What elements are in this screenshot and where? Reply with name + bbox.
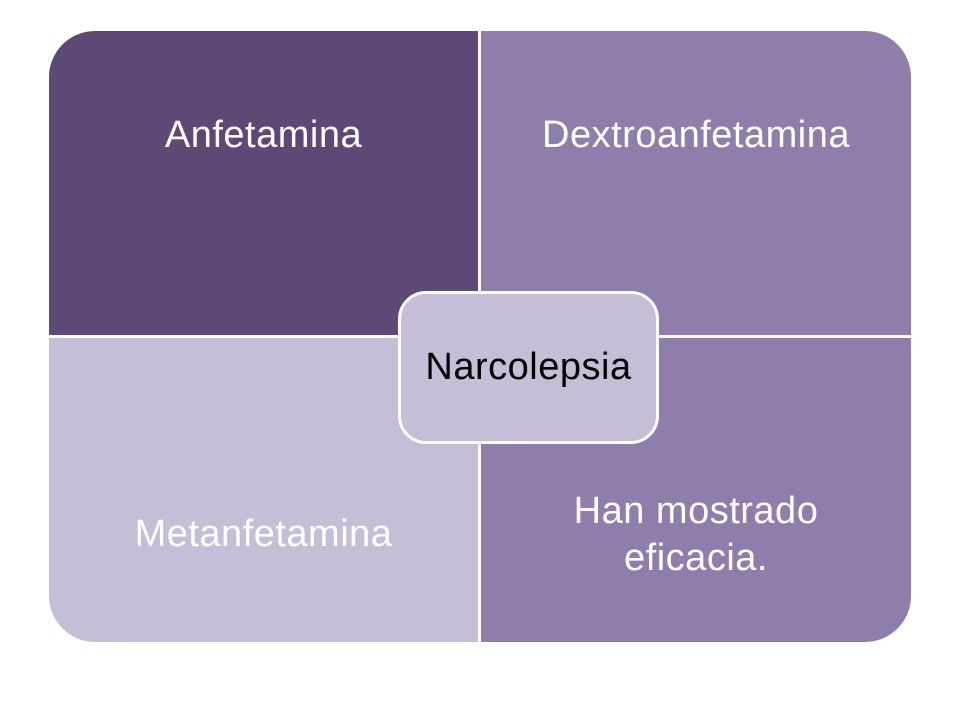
center-node: Narcolepsia	[398, 291, 659, 444]
quadrant-bottom-left-label: Metanfetamina	[134, 513, 393, 556]
quadrant-top-right-label: Dextroanfetamina	[542, 114, 850, 157]
quadrant-top-right: Dextroanfetamina	[481, 31, 911, 335]
matrix-diagram: Anfetamina Dextroanfetamina Metanfetamin…	[49, 31, 911, 642]
quadrant-top-left: Anfetamina	[49, 31, 478, 335]
quadrant-bottom-right-label: Han mostrado eficacia.	[573, 489, 819, 580]
quadrant-top-left-label: Anfetamina	[164, 114, 363, 157]
center-node-label: Narcolepsia	[425, 346, 632, 388]
